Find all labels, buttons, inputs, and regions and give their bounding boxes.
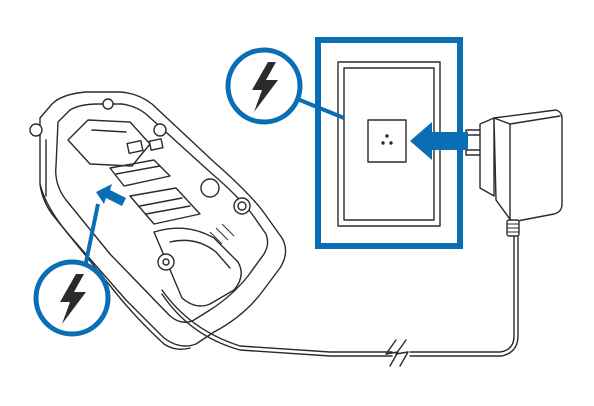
bottom-power-callout (33, 203, 111, 337)
payment-terminal (29, 91, 287, 351)
arrow-icon (410, 122, 468, 160)
charging-cable (161, 235, 519, 367)
cable-break-mark (385, 339, 399, 367)
device-arrow-icon (96, 184, 126, 206)
lightning-bolt-icon (60, 274, 86, 324)
wall-outlet-icon (367, 119, 407, 163)
power-adapter-icon (465, 109, 563, 237)
lightning-bolt-icon (252, 62, 278, 112)
top-power-callout (225, 47, 345, 125)
